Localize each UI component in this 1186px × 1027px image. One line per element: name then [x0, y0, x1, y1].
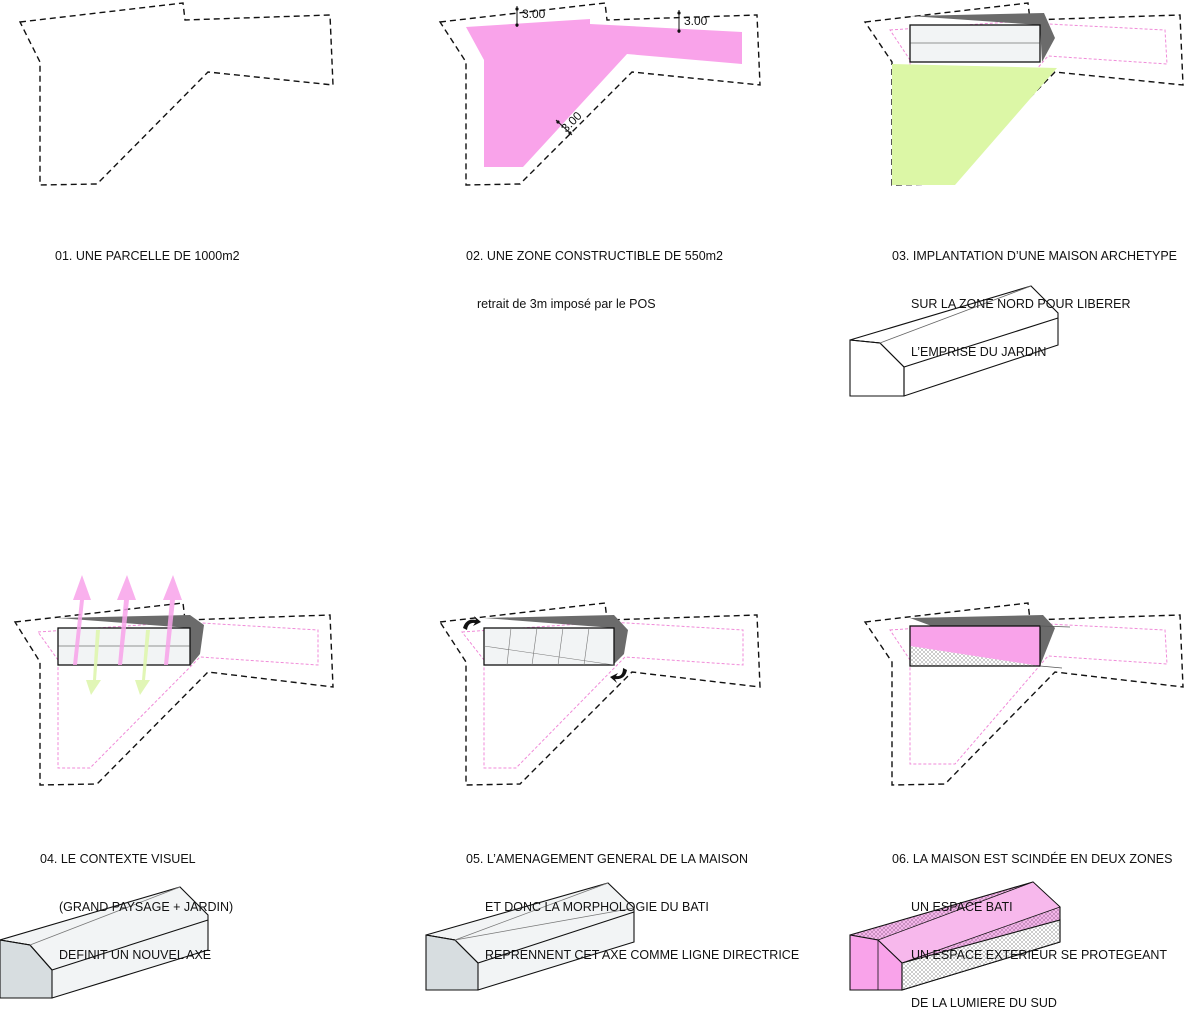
caption-06: 06. LA MAISON EST SCINDÉE EN DEUX ZONES … — [892, 852, 1173, 1010]
parcel-outline — [18, 2, 334, 186]
panel-06-two-zones — [863, 602, 1184, 786]
house-footprint — [909, 24, 1041, 63]
parcel-outline — [438, 602, 761, 786]
caption-02: 02. UNE ZONE CONSTRUCTIBLE DE 550m2 retr… — [466, 249, 724, 311]
buildable-outline — [461, 621, 744, 769]
rotate-arrow-icon — [463, 616, 481, 630]
axis-grid — [483, 627, 615, 666]
panel-04-visual-context — [13, 575, 334, 786]
rotate-arrow-icon — [610, 668, 627, 683]
parcel-outline — [13, 602, 334, 786]
axis-house-3d — [0, 886, 209, 999]
buildable-outline — [37, 621, 319, 769]
landscape-arrow-icon — [73, 575, 182, 665]
setback-dimension-2: 3.00 — [677, 10, 708, 33]
built-zone — [910, 626, 1040, 666]
garden-arrow-icon — [86, 630, 150, 695]
panel-05-layout — [438, 602, 761, 786]
caption-04: 04. LE CONTEXTE VISUEL (GRAND PAYSAGE + … — [40, 852, 234, 962]
setback-label-2: 3.00 — [684, 14, 708, 28]
setback-label-1: 3.00 — [522, 7, 546, 21]
garden-zone — [892, 64, 1057, 185]
split-house-3d — [425, 882, 635, 991]
caption-05: 05. L’AMENAGEMENT GENERAL DE LA MAISON E… — [466, 852, 800, 962]
two-zone-house-3d — [849, 881, 1061, 991]
house-footprint — [483, 627, 615, 666]
house-roof-shadow — [910, 13, 1055, 62]
house-roof-shadow — [58, 615, 204, 666]
panel-02-buildable: 3.00 3.00 3.00 — [438, 2, 761, 186]
panel-03-implantation — [863, 2, 1184, 186]
archetype-house-3d — [849, 285, 1059, 397]
caption-01: 01. UNE PARCELLE DE 1000m2 — [55, 249, 240, 263]
buildable-outline — [889, 621, 1168, 765]
panel-01-plot — [18, 2, 334, 186]
parcel-outline — [863, 602, 1184, 786]
buildable-zone — [466, 19, 742, 167]
parcel-outline — [438, 2, 761, 186]
caption-03: 03. IMPLANTATION D’UNE MAISON ARCHETYPE … — [892, 249, 1178, 359]
setback-dimension-1: 3.00 — [515, 6, 546, 27]
diagram-canvas: 3.00 3.00 3.00 — [0, 2, 1184, 999]
house-roof-shadow — [484, 615, 628, 664]
